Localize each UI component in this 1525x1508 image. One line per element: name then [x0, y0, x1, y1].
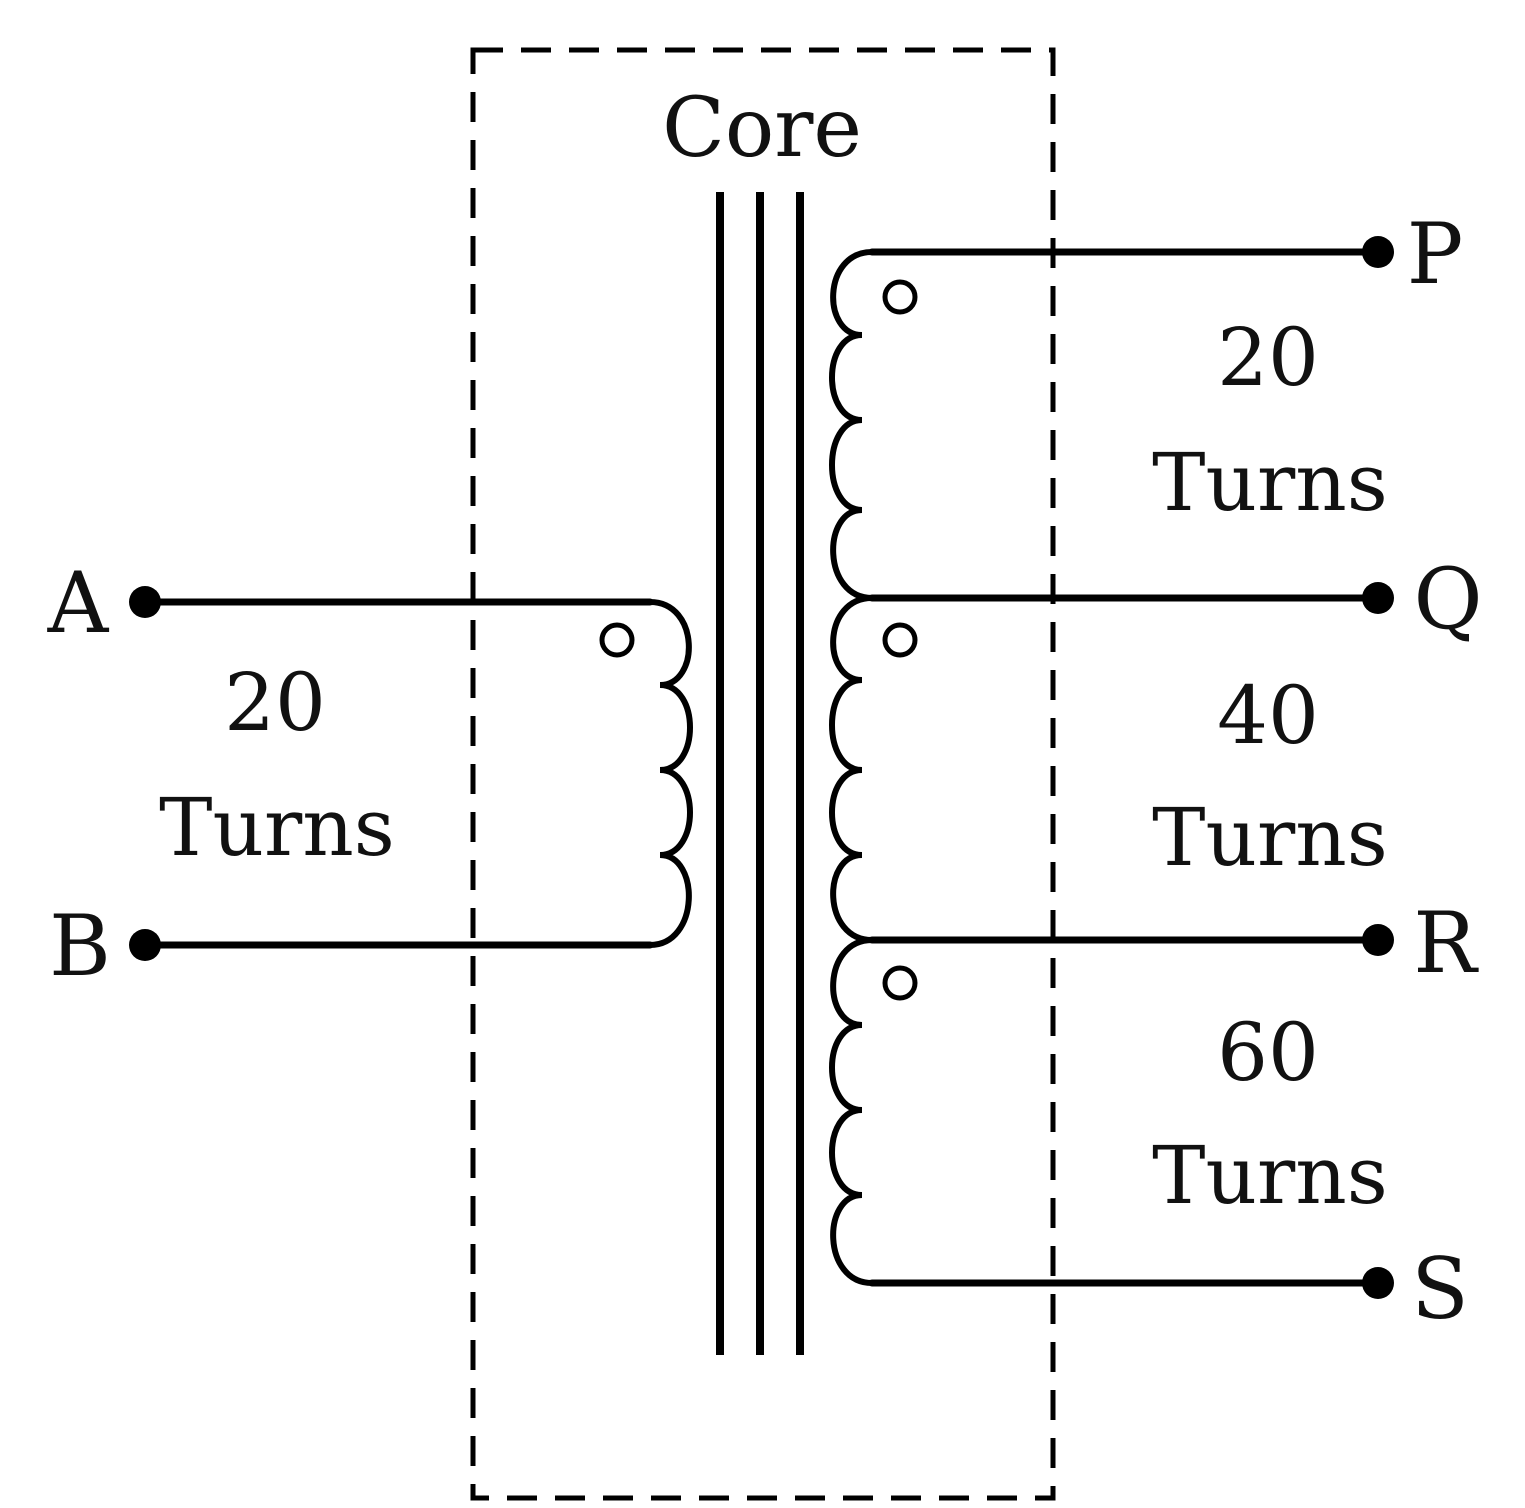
terminal-label-q: Q — [1414, 550, 1483, 648]
terminal-dot-s — [1362, 1267, 1394, 1299]
secondary-section-2-word: Turns — [1152, 791, 1388, 884]
terminal-dots — [129, 236, 1394, 1299]
terminal-dot-q — [1362, 582, 1394, 614]
secondary-polarity-dot-3 — [882, 965, 918, 1001]
secondary-section-3-count: 60 — [1217, 1006, 1319, 1099]
secondary-coil-middle — [829, 595, 875, 943]
terminal-label-a: A — [47, 554, 110, 652]
secondary-winding — [829, 248, 1382, 1287]
secondary-section-3-word: Turns — [1152, 1129, 1388, 1222]
secondary-coil-lower — [829, 937, 875, 1286]
terminal-label-r: R — [1413, 894, 1479, 992]
primary-turns-count: 20 — [224, 656, 326, 749]
terminal-dot-p — [1362, 236, 1394, 268]
terminal-label-p: P — [1407, 205, 1464, 303]
terminal-label-b: B — [49, 897, 111, 995]
secondary-section-2-count: 40 — [1217, 669, 1319, 762]
secondary-polarity-dot-2 — [882, 622, 918, 658]
primary-polarity-dot — [599, 622, 635, 658]
primary-turns-word: Turns — [159, 781, 395, 874]
secondary-section-1-count: 20 — [1217, 311, 1319, 404]
terminal-dot-a — [129, 586, 161, 618]
secondary-polarity-dot-1 — [882, 279, 918, 315]
terminal-label-s: S — [1411, 1240, 1469, 1338]
core-label: Core — [662, 81, 862, 176]
terminal-dot-b — [129, 929, 161, 961]
terminal-dot-r — [1362, 924, 1394, 956]
transformer-enclosure — [470, 47, 1056, 1501]
core-laminations — [716, 192, 804, 1355]
primary-winding — [141, 598, 693, 949]
primary-coil — [647, 599, 693, 948]
secondary-section-1-word: Turns — [1152, 436, 1388, 529]
secondary-coil-upper — [829, 249, 875, 601]
